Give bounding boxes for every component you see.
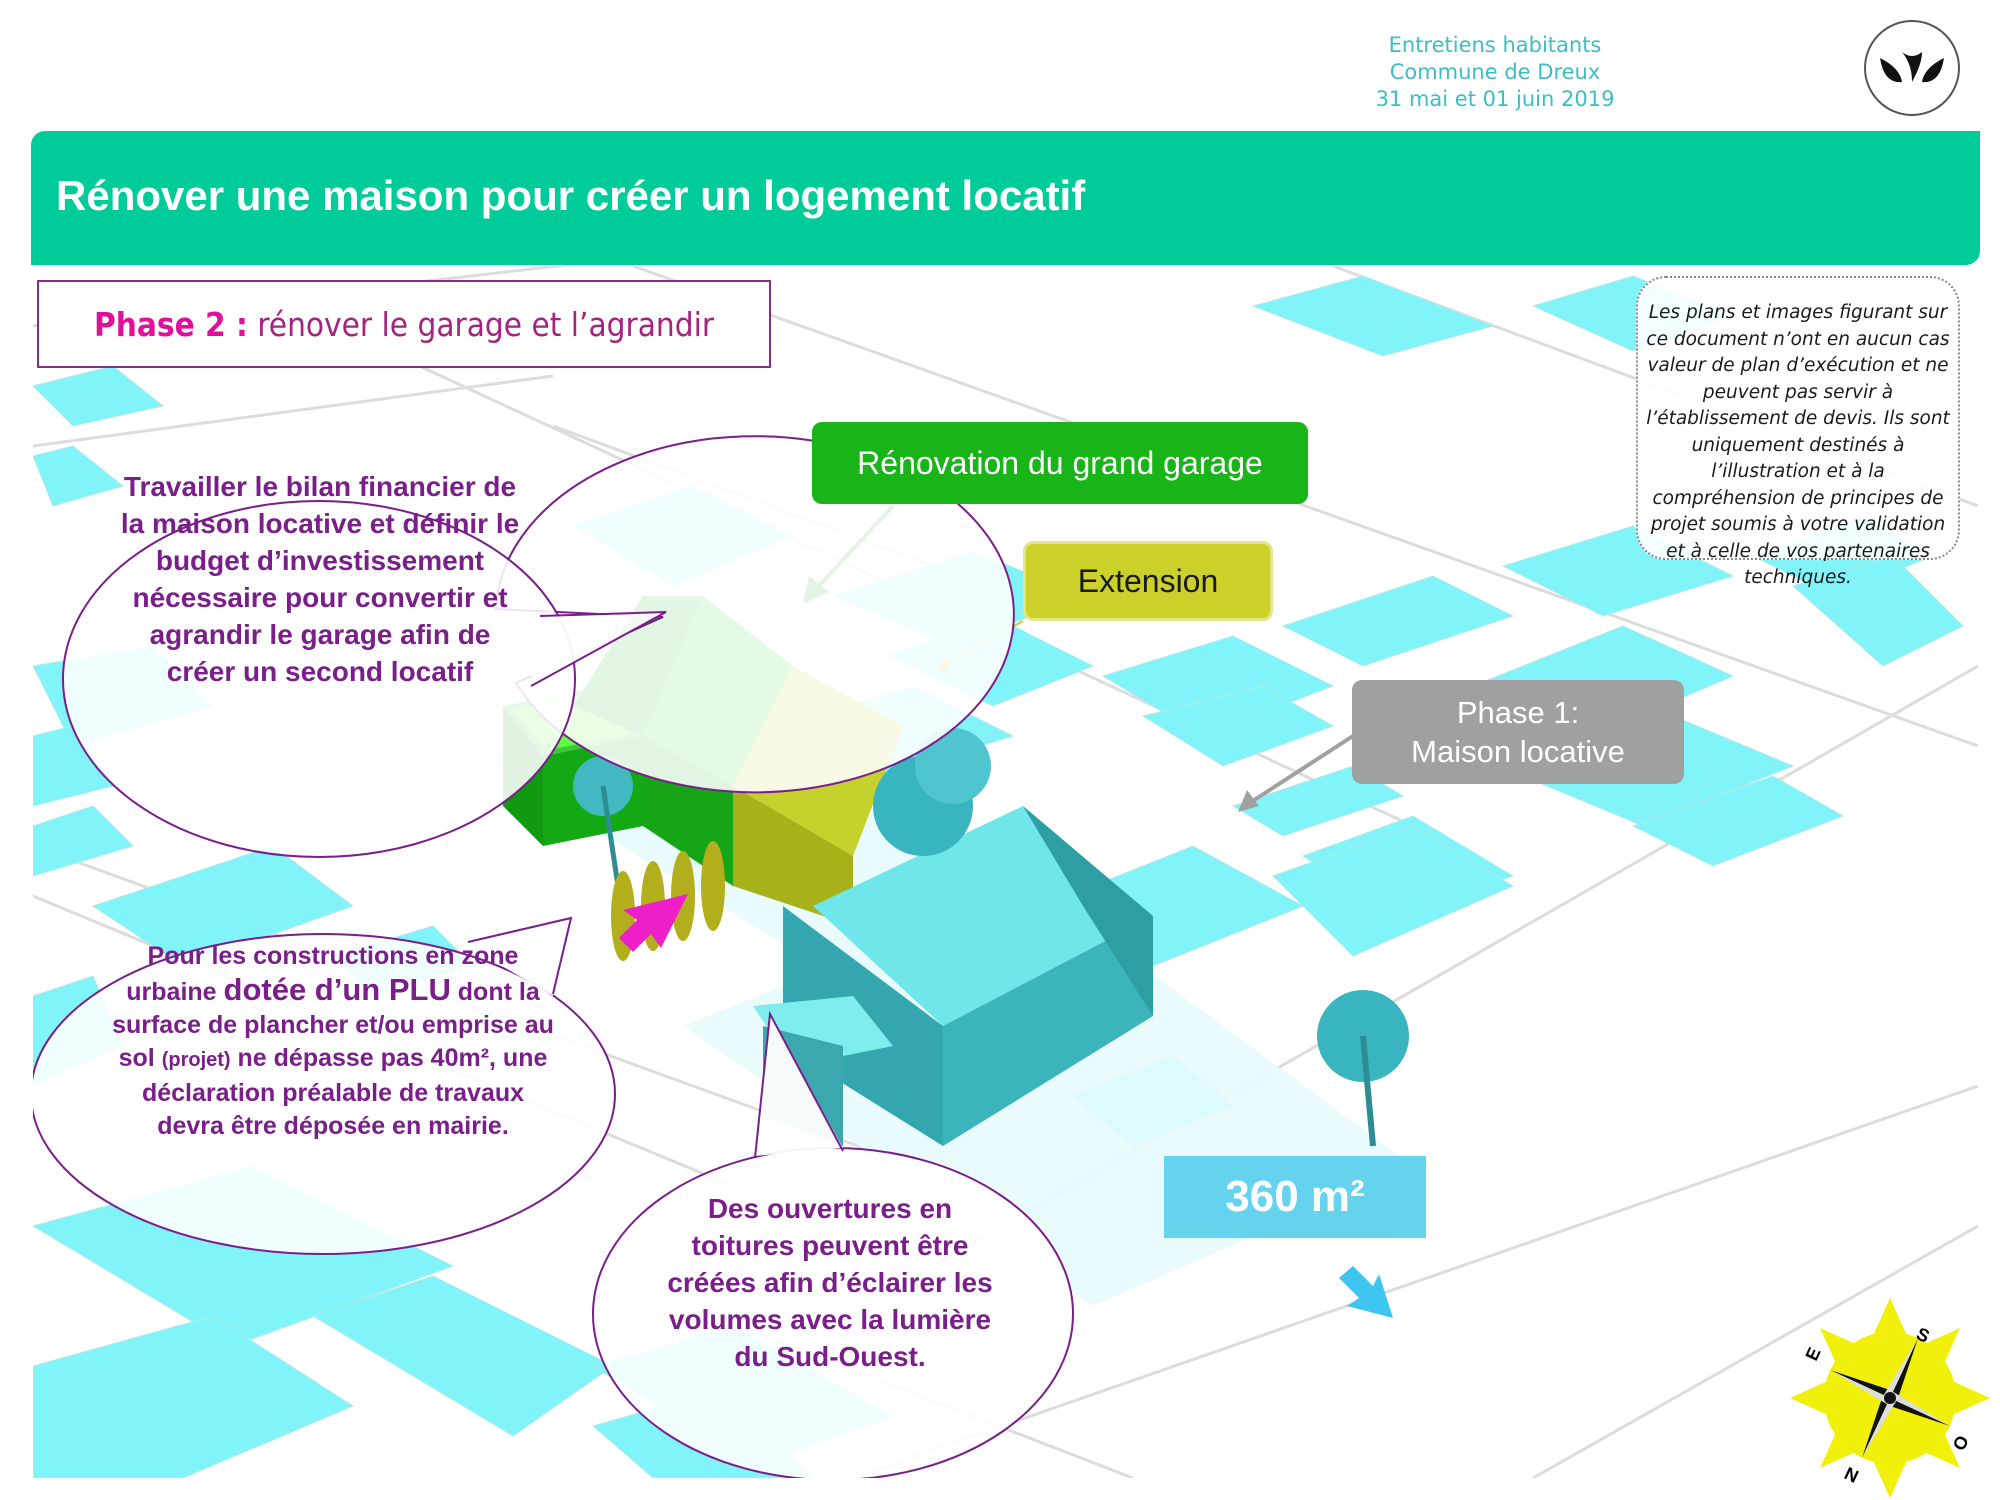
bubble-plu-part-3: dont la surface de plancher et/ou empris…: [112, 978, 554, 1072]
bubble-plu-part-2: dotée d’un PLU: [223, 972, 451, 1007]
header-line-3: 31 mai et 01 juin 2019: [1375, 87, 1615, 111]
direction-arrows: [619, 894, 1393, 1318]
phase-2-text: rénover le garage et l’agrandir: [247, 304, 715, 344]
label-phase-1-line-1: Phase 1:: [1456, 695, 1580, 730]
header-info: Entretiens habitants Commune de Dreux 31…: [1300, 32, 1690, 113]
title-bar: [31, 131, 1980, 265]
header-line-1: Entretiens habitants: [1388, 33, 1602, 57]
trees: [573, 728, 1409, 1147]
bubble-plu-tail-line: [467, 916, 573, 995]
bubble-plu-part-4: (projet): [161, 1049, 231, 1071]
compass-o: O: [1948, 1432, 1972, 1453]
bubble-financial-tail-line: [530, 611, 667, 687]
bubble-financial-text: Travailler le bilan financier de la mais…: [120, 471, 520, 687]
compass-rose: S O N E: [1790, 1298, 1990, 1498]
bubble-plu-part-1: Pour les constructions en zone urbaine: [126, 942, 519, 1006]
bubble-plu-body: [33, 933, 616, 1255]
house-building: [753, 806, 1153, 1146]
bubble-financial-body: [62, 500, 576, 858]
bubble-financial: [494, 435, 1015, 794]
bubble-plu-part-5: ne dépasse pas 40m², une déclaration pré…: [141, 1044, 548, 1140]
phase-2-heading: Phase 2 : rénover le garage et l’agrandi…: [37, 280, 771, 368]
bubble-openings-text: Des ouvertures en toitures peuvent être …: [667, 1193, 993, 1372]
compass-e: E: [1801, 1344, 1824, 1363]
compass-star-icon: [1830, 1338, 1950, 1458]
logo: [1864, 20, 1960, 116]
speech-bubbles: [494, 435, 1015, 794]
phase-2-label: Phase 2 :: [93, 304, 248, 344]
label-phase-1-line-2: Maison locative: [1411, 734, 1625, 769]
header-line-2: Commune de Dreux: [1389, 60, 1601, 84]
page-title: Rénover une maison pour créer un logemen…: [56, 172, 1086, 219]
cyan-arrow-icon: [1339, 1266, 1393, 1318]
bubble-openings-tail: [755, 1014, 843, 1156]
area-label: 360 m²: [1164, 1156, 1426, 1238]
label-garage-renovation: Rénovation du grand garage: [812, 422, 1308, 504]
magenta-arrow-icon: [619, 894, 688, 952]
compass-n: N: [1841, 1463, 1861, 1487]
bubble-plu-text: Pour les constructions en zone urbaine d…: [108, 940, 558, 1143]
site-illustration: [33, 266, 1978, 1478]
label-phase-1: Phase 1: Maison locative: [1352, 680, 1684, 784]
bubble-openings-tail-line: [754, 1010, 844, 1159]
label-extension: Extension: [1023, 541, 1273, 621]
logo-icon: [1880, 52, 1944, 83]
disclaimer-note: Les plans et images figurant sur ce docu…: [1636, 276, 1960, 588]
